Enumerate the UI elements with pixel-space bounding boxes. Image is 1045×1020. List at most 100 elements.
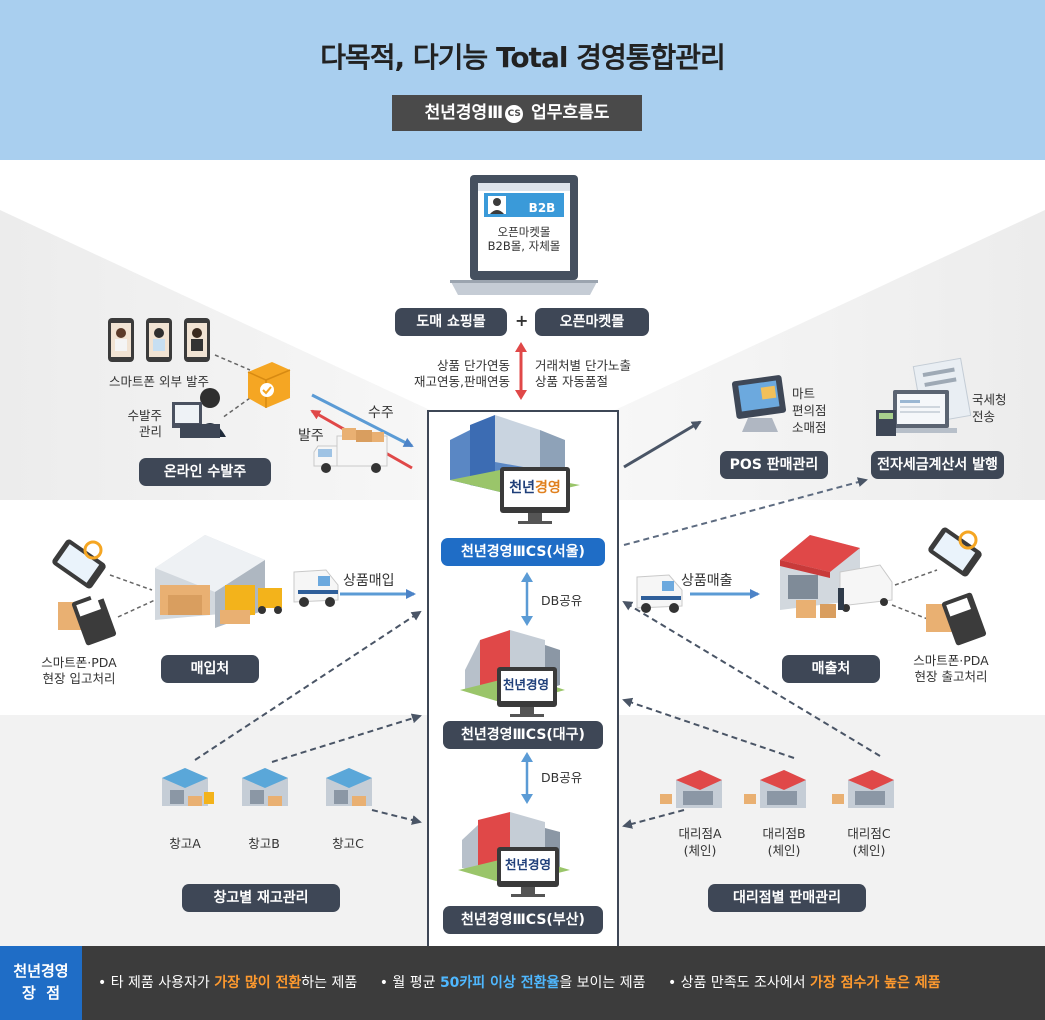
daegu-monitor-logo: 천년경영 — [500, 677, 552, 693]
busan-monitor-logo: 천년경영 — [501, 857, 555, 873]
advantages-tag-line1: 천년경영 — [13, 962, 69, 980]
mart-label-line2: 편의점 — [792, 403, 827, 418]
purchase-van-illustration — [293, 569, 339, 607]
store-illustration — [780, 535, 893, 618]
cs-badge-icon: CS — [505, 105, 524, 123]
sales-flow-label: 상품매출 — [681, 573, 733, 589]
tax-invoice-pill: 전자세금계산서 발행 — [871, 451, 1004, 479]
sync-label-line2: 재고연동,판매연동 — [414, 374, 510, 389]
tax-label-line1: 국세청 — [972, 392, 1007, 407]
purchase-device-line2: 현장 입고처리 — [42, 671, 116, 686]
agency-a-icon — [660, 770, 722, 808]
advantage-3-text: • 상품 만족도 조사에서 — [667, 975, 810, 991]
advantage-1-suffix: 하는 제품 — [301, 975, 358, 991]
agency-a-line1: 대리점A — [678, 826, 722, 841]
delivery-truck-illustration — [313, 428, 388, 473]
warehouse-c-icon — [326, 768, 372, 806]
warehouse-b-label: 창고B — [248, 836, 280, 851]
warehouse-a-icon — [162, 768, 214, 806]
sync-label-line1: 상품 단가연동 — [437, 358, 510, 373]
purchase-vendor-pill: 매입처 — [161, 655, 259, 683]
advantage-2-suffix: 을 보이는 제품 — [559, 975, 646, 991]
db-share-label-2: DB공유 — [541, 770, 583, 785]
agency-c-line1: 대리점C — [847, 826, 891, 841]
agency-b-icon — [744, 770, 806, 808]
advantage-item-1: • 타 제품 사용자가 가장 많이 전환하는 제품 — [98, 975, 357, 991]
advantages-tag-line2: 장 점 — [21, 984, 61, 1002]
seoul-building-icon — [450, 415, 580, 524]
agency-a-line2: (체인) — [683, 843, 717, 858]
pos-sales-pill: POS 판매관리 — [720, 451, 828, 479]
pda-card-terminal-icon — [58, 585, 117, 646]
sales-van-illustration — [636, 574, 683, 613]
agency-c-icon — [832, 770, 894, 808]
warehouse-b-icon — [242, 768, 288, 806]
advantage-item-3: • 상품 만족도 조사에서 가장 점수가 높은 제품 — [668, 975, 941, 991]
agency-b-line2: (체인) — [767, 843, 801, 858]
advantages-list: • 타 제품 사용자가 가장 많이 전환하는 제품 • 월 평균 50카피 이상… — [98, 946, 959, 1020]
order-label: 발주 — [298, 428, 324, 444]
logo-text-a: 천년 — [502, 677, 526, 692]
subtitle-suffix: 업무흐름도 — [531, 103, 610, 123]
advantages-tag: 천년경영 장 점 — [0, 946, 82, 1020]
warehouse-c-label: 창고C — [332, 836, 364, 851]
price-label-line2: 상품 자동품절 — [535, 374, 608, 389]
advantage-1-text: • 타 제품 사용자가 — [98, 975, 215, 991]
seoul-center-pill: 천년경영ⅢCS(서울) — [441, 538, 605, 566]
sales-phone-search-icon — [928, 527, 982, 577]
logo-text-b: 경영 — [528, 857, 552, 872]
operator-illustration — [172, 388, 226, 438]
receive-label: 수주 — [368, 405, 394, 421]
laptop-label-line1: 오픈마켓몰 — [497, 225, 551, 239]
laptop-b2b-illustration — [450, 175, 598, 295]
advantage-1-highlight: 가장 많이 전환 — [214, 975, 302, 991]
advantage-2-highlight: 50카피 이상 전환율 — [439, 975, 560, 991]
manage-label-line2: 관리 — [138, 424, 162, 439]
sales-pda-card-terminal-icon — [926, 592, 987, 646]
logo-text-b: 경영 — [535, 480, 561, 496]
logo-text-a: 천년 — [509, 480, 535, 496]
laptop-label-line2: B2B몰, 자체몰 — [487, 239, 561, 253]
agency-c-line2: (체인) — [852, 843, 886, 858]
sales-device-line2: 현장 출고처리 — [914, 669, 988, 684]
warehouse-a-label: 창고A — [169, 836, 201, 851]
agency-b-line1: 대리점B — [762, 826, 806, 841]
phone-search-icon — [52, 539, 106, 589]
seoul-monitor-logo: 천년경영 — [505, 480, 565, 496]
busan-center-pill: 천년경영ⅢCS(부산) — [443, 906, 603, 934]
advantage-item-2: • 월 평균 50카피 이상 전환율을 보이는 제품 — [380, 975, 646, 991]
advantage-3-highlight: 가장 점수가 높은 제품 — [809, 975, 941, 991]
purchase-device-line1: 스마트폰·PDA — [41, 655, 117, 670]
mart-label-line1: 마트 — [792, 386, 816, 401]
daegu-center-pill: 천년경영ⅢCS(대구) — [443, 721, 603, 749]
phones-illustration — [108, 318, 210, 362]
center-illustrations — [450, 415, 580, 897]
warehouse-stock-pill: 창고별 재고관리 — [182, 884, 340, 912]
agency-sales-pill: 대리점별 판매관리 — [708, 884, 866, 912]
advantages-footer: 천년경영 장 점 • 타 제품 사용자가 가장 많이 전환하는 제품 • 월 평… — [0, 946, 1045, 1020]
logo-text-a: 천년 — [504, 857, 528, 872]
page-title: 다목적, 다기능 Total 경영통합관리 — [320, 41, 726, 74]
sales-vendor-pill: 매출처 — [782, 655, 880, 683]
tax-invoice-illustration — [876, 357, 972, 436]
subtitle-prefix: 천년경영Ⅲ — [424, 103, 504, 123]
phones-label: 스마트폰 외부 발주 — [109, 374, 209, 389]
plus-sign: + — [515, 311, 529, 330]
b2b-badge: B2B — [526, 200, 558, 216]
sales-device-line1: 스마트폰·PDA — [913, 653, 989, 668]
db-share-label-1: DB공유 — [541, 593, 583, 608]
wholesale-mall-pill: 도매 쇼핑몰 — [395, 308, 507, 336]
tax-label-line2: 전송 — [972, 409, 996, 424]
daegu-building-icon — [460, 630, 565, 717]
mart-label-line3: 소매점 — [792, 420, 827, 435]
purchase-flow-label: 상품매입 — [343, 573, 395, 589]
purchase-warehouse-illustration — [155, 535, 282, 628]
manage-label-line1: 수발주 — [127, 408, 162, 423]
box-check-icon — [247, 362, 291, 408]
online-order-pill: 온라인 수발주 — [139, 458, 271, 486]
logo-text-b: 경영 — [526, 677, 550, 692]
advantage-2-text: • 월 평균 — [379, 975, 440, 991]
openmarket-mall-pill: 오픈마켓몰 — [535, 308, 649, 336]
